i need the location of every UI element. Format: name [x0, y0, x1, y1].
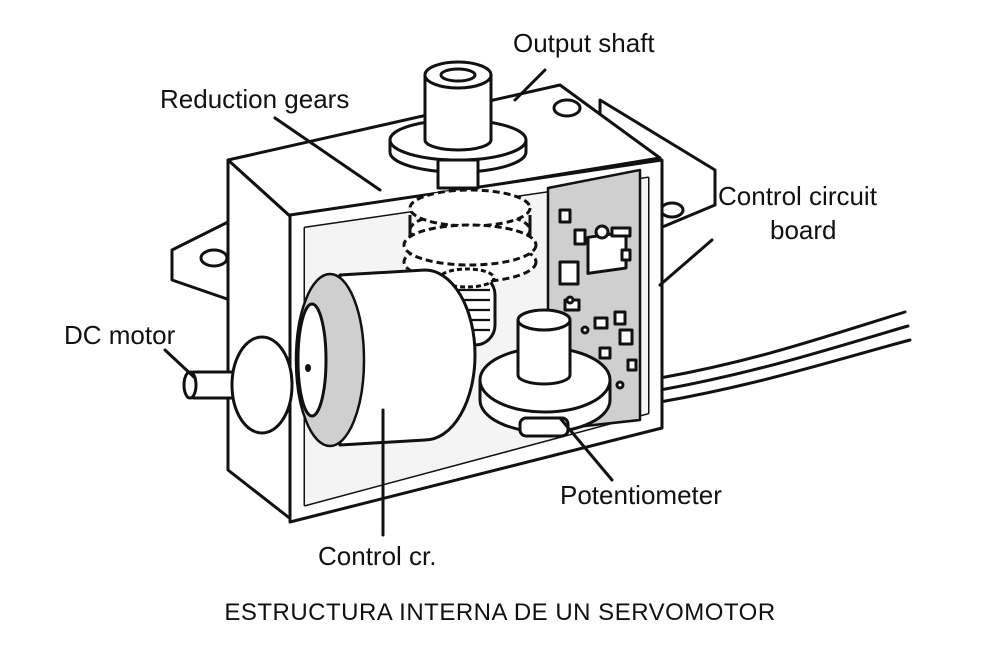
leader-output-shaft — [513, 68, 547, 102]
leader-lines — [163, 68, 714, 537]
label-reduction-gears: Reduction gears — [160, 84, 349, 114]
output-shaft — [388, 60, 528, 190]
reduction-gears — [402, 188, 538, 347]
leader-potentiometer — [558, 416, 614, 482]
top-mount-hole — [552, 98, 582, 118]
label-dc-motor: DC motor — [64, 320, 176, 350]
leader-reduction-gears — [273, 116, 382, 192]
right-mount-hole — [659, 201, 685, 219]
motor-end-cap — [230, 335, 294, 435]
board-chip — [586, 230, 628, 275]
diagram-caption: ESTRUCTURA INTERNA DE UN SERVOMOTOR — [224, 599, 775, 626]
label-output-shaft: Output shaft — [513, 28, 655, 58]
dc-motor — [182, 268, 477, 448]
gear-middle — [402, 223, 538, 284]
leader-control-board — [658, 238, 714, 287]
leader-dc-motor — [163, 348, 197, 380]
label-control-circuit-board-2: board — [770, 215, 837, 245]
cable-wires — [658, 310, 912, 404]
potentiometer — [478, 308, 612, 438]
label-potentiometer: Potentiometer — [560, 480, 722, 510]
left-mount-hole — [199, 248, 229, 268]
label-control-circuit-board-1: Control circuit — [718, 181, 878, 211]
label-control-cr: Control cr. — [318, 541, 437, 571]
